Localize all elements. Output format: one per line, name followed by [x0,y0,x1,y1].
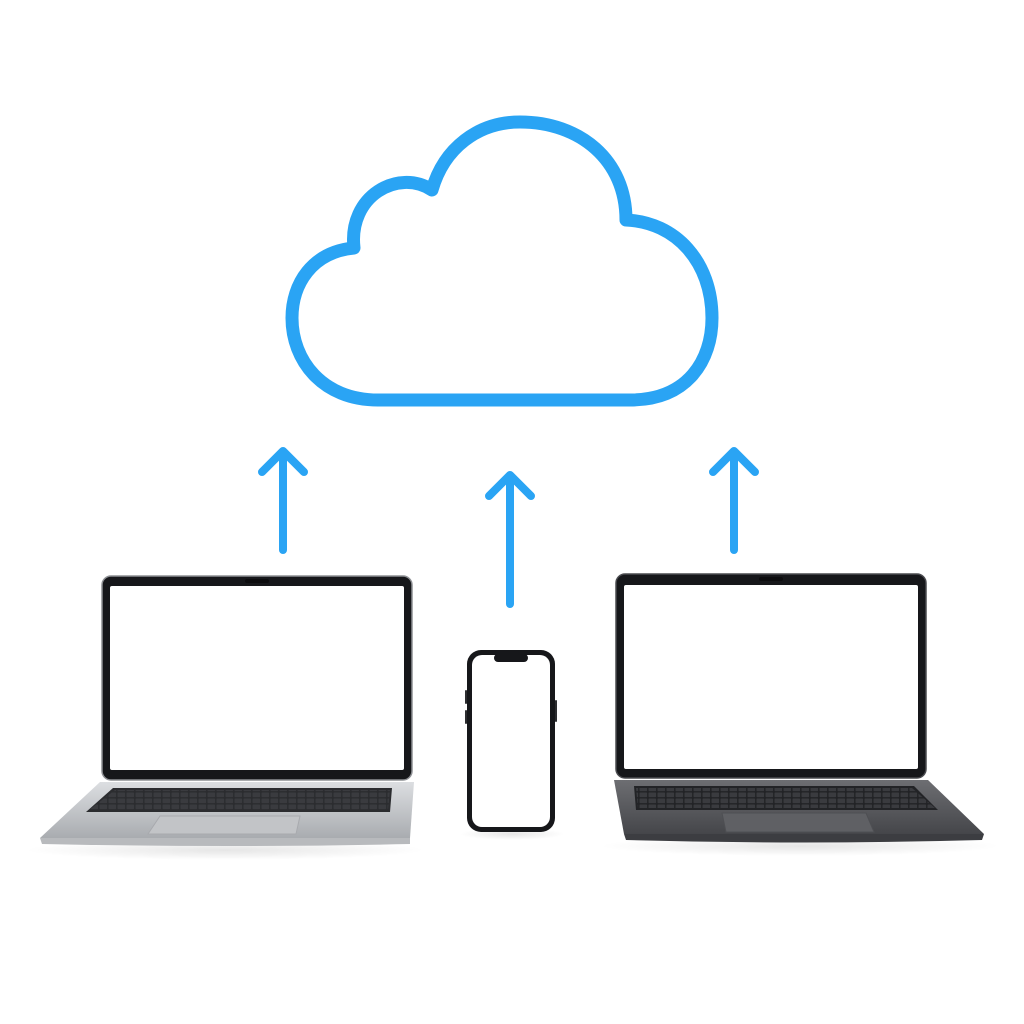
upload-arrow-center [485,471,535,608]
phone-screen [472,655,550,827]
laptop-keys [636,788,935,808]
upload-arrow-left [258,447,308,554]
laptop-silver [40,575,414,846]
laptop-base-front [624,834,984,843]
laptop-space-gray [614,573,984,843]
cloud-outline [285,115,719,407]
laptop-screen [110,586,404,770]
phone-notch [494,654,528,662]
laptop-camera [245,579,269,583]
laptop-base-front [40,838,410,846]
smartphone [465,650,557,832]
laptop-camera [759,577,783,581]
laptop-trackpad [721,812,875,833]
phone-side-button [465,690,467,704]
arrow-up-icon [709,447,759,554]
phone-side-button [465,710,467,724]
laptop-screen [624,585,918,769]
laptop-keys [89,790,390,810]
phone-side-button [555,700,557,722]
laptop-lid-edge [101,575,413,781]
laptop-trackpad [147,815,301,835]
laptop-lid-edge [615,573,927,779]
cloud-icon [285,115,719,407]
upload-arrow-right [709,447,759,554]
arrow-up-icon [258,447,308,554]
arrow-up-icon [485,471,535,608]
